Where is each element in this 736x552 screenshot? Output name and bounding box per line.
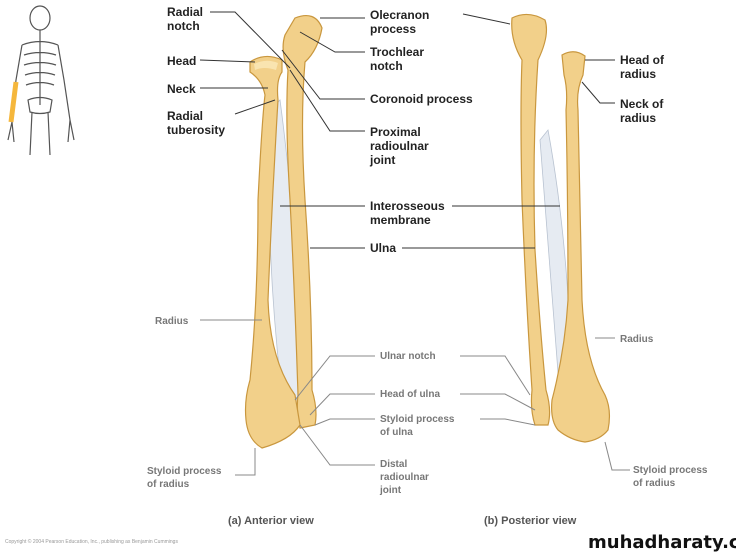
label-ulnar-notch: Ulnar notch [380,351,436,362]
label-neck: Neck [167,82,196,96]
ulna-posterior [511,13,551,426]
radius-posterior [551,51,611,443]
leader-lines [199,11,630,476]
ulna-anterior [282,15,323,429]
label-radius-anterior: Radius [155,316,189,327]
label-ulna: Ulna [370,241,396,255]
label-coronoid-process: Coronoid process [370,92,473,106]
label-head: Head [167,54,196,68]
label-head-of-ulna: Head of ulna [380,389,440,400]
label-radius-posterior: Radius [620,334,654,345]
highlighted-forearm [8,81,19,123]
skeleton-thumbnail [7,5,75,156]
watermark: muhadharaty.com [588,532,736,552]
caption-posterior-view: (b) Posterior view [484,515,577,527]
caption-anterior-view: (a) Anterior view [228,515,314,527]
posterior-view-bones [511,13,611,443]
radius-anterior [244,55,301,449]
copyright-notice: Copyright © 2004 Pearson Education, Inc.… [5,538,178,545]
anterior-view-bones [244,15,323,449]
